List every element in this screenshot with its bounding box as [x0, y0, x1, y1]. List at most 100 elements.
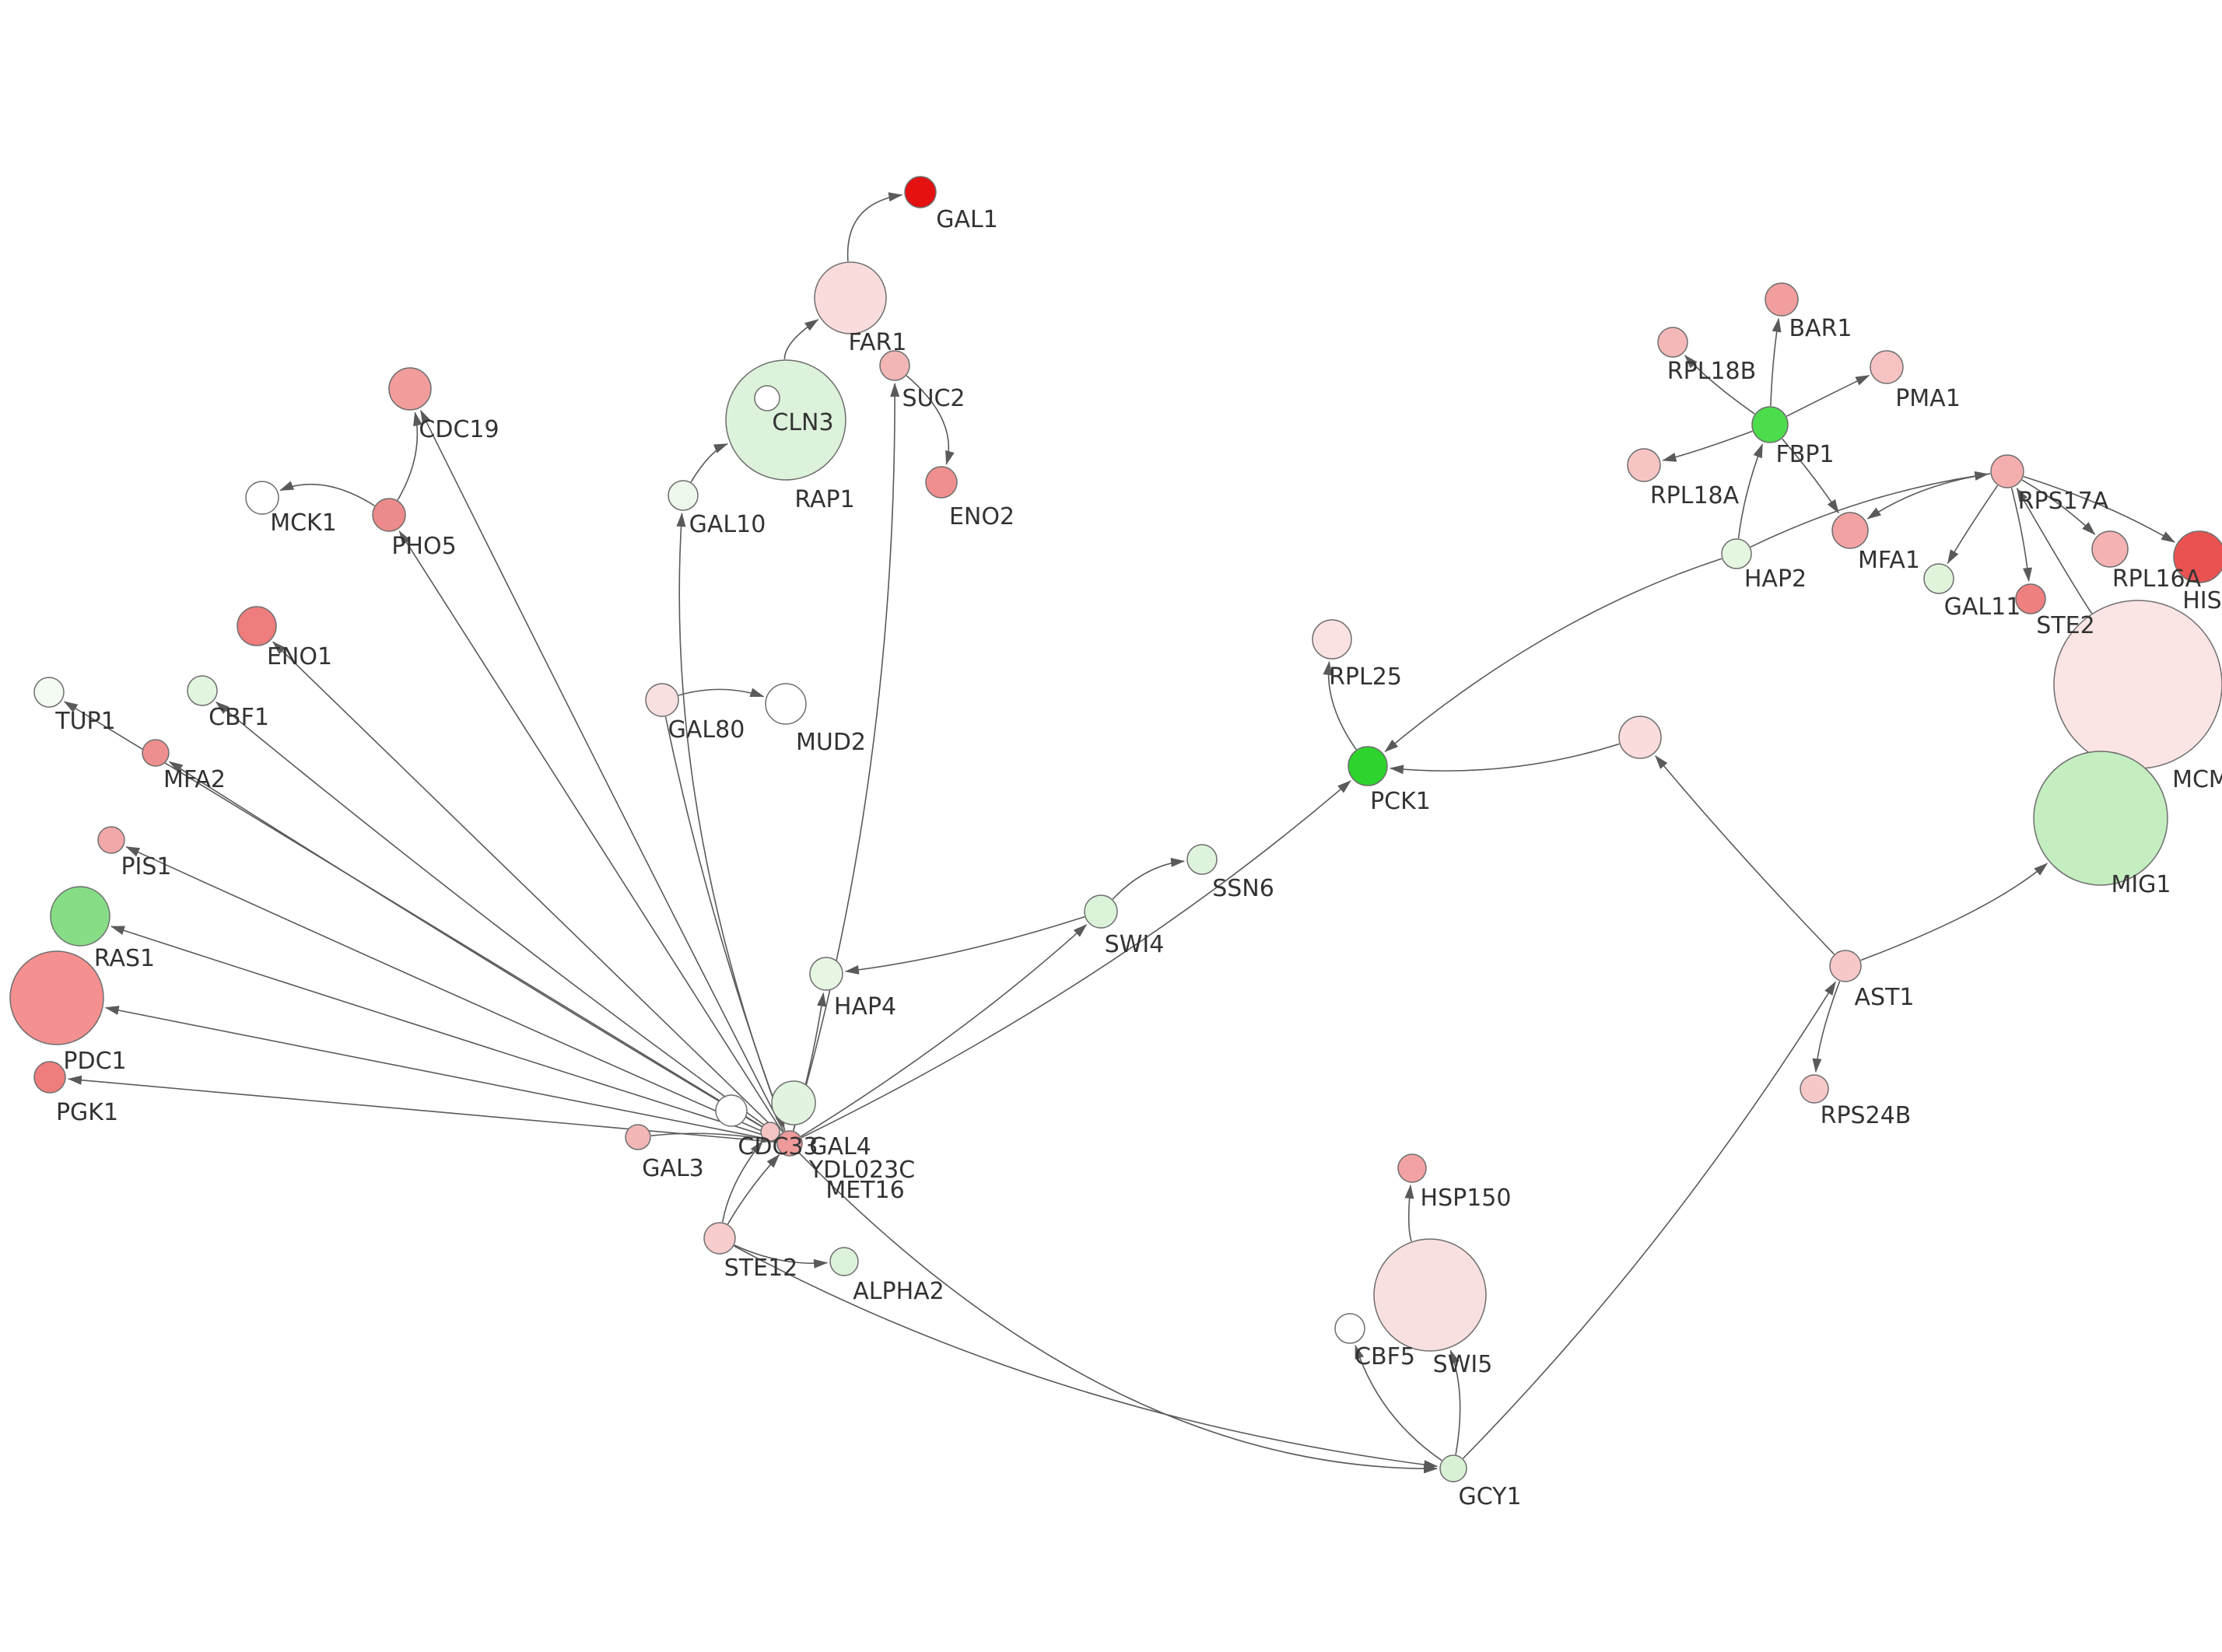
node-HAP4[interactable] — [809, 957, 843, 991]
node-RPS17A[interactable] — [1990, 454, 2024, 488]
node-CBF5[interactable] — [1334, 1313, 1365, 1344]
node-PMA1[interactable] — [1870, 350, 1904, 384]
edge-GAL4-PGK1 — [67, 1075, 777, 1143]
edge-STE12-GCY1 — [734, 1245, 1439, 1470]
edge-SWI4-SSN6 — [1112, 857, 1186, 900]
label-RPS24B: RPS24B — [1821, 1102, 1912, 1129]
edge-CLN3-FAR1 — [783, 319, 819, 360]
node-RAS1[interactable] — [50, 886, 110, 947]
label-GAL10: GAL10 — [689, 511, 766, 538]
node-SWI5[interactable] — [1373, 1238, 1487, 1352]
node-GAL1[interactable] — [904, 176, 937, 208]
node-RPL16A[interactable] — [2091, 530, 2129, 568]
edge-GAL4-PDC1 — [104, 1006, 777, 1142]
node-GAL3[interactable] — [625, 1124, 651, 1150]
label-RAP1: RAP1 — [794, 486, 854, 513]
edge-GAL80-MUD2 — [678, 688, 765, 698]
node-ALPHA2[interactable] — [829, 1247, 859, 1276]
label-SWI5: SWI5 — [1433, 1351, 1493, 1378]
node-RPS24B[interactable] — [1800, 1074, 1829, 1104]
edge-RPS17A-MFA1 — [1866, 473, 1991, 520]
label-MFA1: MFA1 — [1858, 547, 1920, 574]
label-ENO2: ENO2 — [949, 503, 1015, 530]
node-MET16[interactable] — [771, 1080, 816, 1125]
node-TUP1[interactable] — [33, 677, 65, 708]
node-STE2[interactable] — [2015, 583, 2046, 614]
edge-STE12-ALPHA2 — [734, 1244, 829, 1269]
node-HAP2[interactable] — [1721, 538, 1752, 569]
edge-SWI4-HAP4 — [844, 915, 1085, 975]
edge-GAL4-PIS1 — [125, 845, 778, 1139]
label-CLN3: CLN3 — [772, 409, 833, 436]
node-SUC2[interactable] — [879, 350, 910, 381]
label-PHO5: PHO5 — [391, 533, 456, 560]
node-AST1[interactable] — [1829, 950, 1862, 982]
edge-HAP2-PCK1 — [1384, 558, 1723, 753]
label-PDC1: PDC1 — [63, 1048, 126, 1075]
edge-UNK1-PCK1 — [1389, 743, 1620, 775]
label-BAR1: BAR1 — [1789, 315, 1852, 342]
edge-GAL4-MFA2 — [168, 761, 779, 1137]
label-layer: GAL1FAR1SUC2CLN3RAP1ENO2GAL10CDC19MCK1PH… — [54, 206, 2222, 1510]
edge-FAR1-GAL1 — [846, 192, 903, 262]
edge-GAL4-CDC19 — [420, 409, 785, 1132]
node-HIS4[interactable] — [2173, 530, 2222, 583]
node-GAL80[interactable] — [645, 683, 679, 717]
node-UNK1[interactable] — [1618, 716, 1662, 759]
label-RPS17A: RPS17A — [2018, 488, 2109, 515]
node-ENO2[interactable] — [925, 466, 958, 499]
label-MFA2: MFA2 — [163, 766, 226, 793]
label-ALPHA2: ALPHA2 — [853, 1278, 945, 1305]
node-CLN3[interactable] — [725, 359, 846, 481]
node-RPL18B[interactable] — [1657, 327, 1688, 358]
node-CDC33[interactable] — [715, 1094, 748, 1127]
edge-GAL80-GAL4 — [664, 716, 785, 1130]
node-BAR1[interactable] — [1765, 282, 1799, 317]
node-PHO5[interactable] — [372, 498, 406, 532]
node-CDC19[interactable] — [388, 367, 432, 411]
node-MUD2[interactable] — [765, 683, 807, 725]
node-YDL023C[interactable] — [760, 1122, 780, 1142]
node-SWI4[interactable] — [1084, 894, 1118, 929]
node-HSP150[interactable] — [1397, 1153, 1427, 1183]
edge-STE12-GAL4 — [727, 1154, 780, 1225]
node-RAP1[interactable] — [754, 385, 780, 411]
label-HAP4: HAP4 — [834, 993, 896, 1020]
edge-RPS17A-STE2 — [2010, 488, 2032, 583]
node-MIG1[interactable] — [2033, 751, 2168, 886]
label-RPL18A: RPL18A — [1650, 482, 1740, 509]
label-GAL11: GAL11 — [1944, 593, 2021, 621]
node-FAR1[interactable] — [814, 261, 887, 334]
node-GAL10[interactable] — [668, 480, 699, 511]
label-GCY1: GCY1 — [1458, 1483, 1521, 1510]
label-MUD2: MUD2 — [796, 729, 866, 756]
node-STE12[interactable] — [703, 1222, 736, 1255]
node-GCY1[interactable] — [1439, 1454, 1467, 1482]
label-PIS1: PIS1 — [121, 853, 171, 880]
node-PDC1[interactable] — [9, 950, 104, 1045]
label-STE12: STE12 — [724, 1255, 798, 1282]
node-MFA2[interactable] — [142, 739, 170, 767]
node-FBP1[interactable] — [1751, 406, 1789, 443]
node-MFA1[interactable] — [1831, 512, 1869, 549]
label-CDC19: CDC19 — [419, 416, 499, 443]
node-CBF1[interactable] — [187, 675, 218, 706]
edge-RPS17A-GAL11 — [1947, 485, 1999, 564]
node-GAL11[interactable] — [1923, 563, 1954, 594]
label-STE2: STE2 — [2036, 612, 2094, 639]
node-RPL18A[interactable] — [1627, 448, 1661, 482]
node-PIS1[interactable] — [97, 826, 125, 854]
node-SSN6[interactable] — [1186, 844, 1218, 875]
label-MET16: MET16 — [825, 1177, 904, 1204]
label-FAR1: FAR1 — [849, 329, 907, 356]
edge-GAL4-SWI4 — [801, 924, 1088, 1137]
node-GAL4[interactable] — [776, 1130, 803, 1157]
node-PGK1[interactable] — [33, 1061, 66, 1094]
node-MCK1[interactable] — [245, 481, 279, 515]
node-PCK1[interactable] — [1348, 746, 1388, 786]
label-GAL4: GAL4 — [809, 1133, 871, 1160]
node-ENO1[interactable] — [237, 606, 277, 646]
edge-FBP1-BAR1 — [1770, 317, 1782, 407]
node-RPL25[interactable] — [1312, 619, 1352, 660]
